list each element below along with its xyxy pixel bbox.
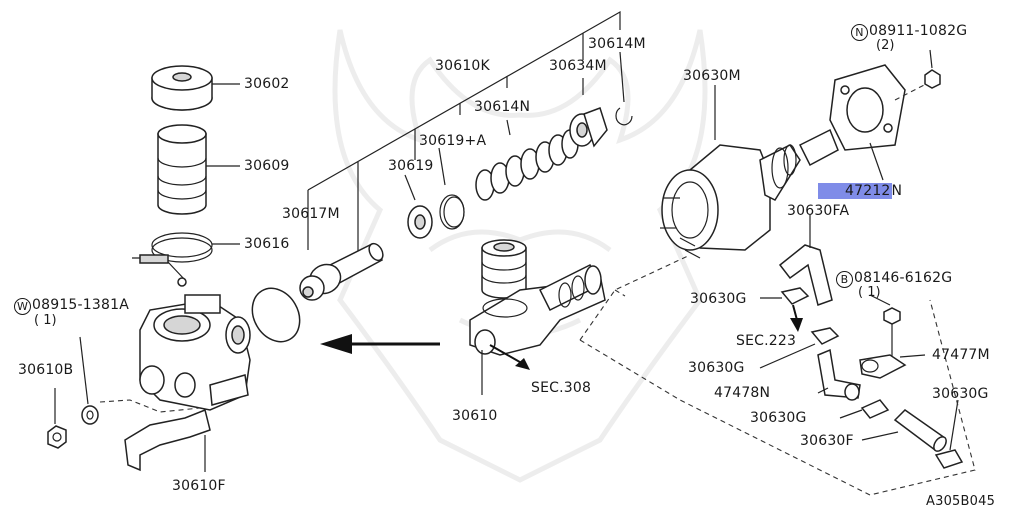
diagram-id: A305B045: [926, 494, 996, 509]
washer-part: [79, 336, 99, 425]
hose-clip-end: [934, 399, 964, 469]
label-30602: 30602: [244, 76, 290, 92]
label-30619: 30619: [388, 158, 434, 174]
brake-booster-part: [660, 85, 839, 259]
retainer-clip-part: [615, 107, 633, 126]
label-30609: 30609: [244, 158, 290, 174]
fastener-w-part: 08915-1381A: [32, 297, 129, 313]
return-spring-part: [475, 129, 579, 201]
label-30630G-valve: 30630G: [750, 410, 807, 426]
dust-boot-part: [569, 107, 608, 148]
fastener-n-symbol: N: [851, 24, 868, 41]
vacuum-hose-part: [778, 215, 833, 306]
snap-ring-part: [439, 194, 465, 230]
label-30610F: 30610F: [172, 478, 226, 494]
label-30610B: 30610B: [18, 362, 74, 378]
label-30630M: 30630M: [683, 68, 741, 84]
label-30630F: 30630F: [800, 433, 854, 449]
reservoir-part: [157, 124, 240, 215]
sec223-arrow: [790, 304, 803, 332]
fastener-n-part: 08911-1082G: [869, 23, 968, 39]
hose-clamp-part: [132, 232, 240, 287]
check-valve-part: [817, 348, 861, 401]
bracket-bolt-part: [869, 294, 901, 356]
mounting-bracket-part: [99, 399, 211, 472]
label-47212N: 47212N: [818, 183, 902, 199]
bracket-leaders: [307, 10, 625, 255]
fastener-b-part: 08146-6162G: [854, 270, 953, 286]
label-sec223: SEC.223: [736, 333, 797, 349]
label-30634M: 30634M: [549, 58, 607, 74]
label-30630G-upper: 30630G: [690, 291, 747, 307]
label-30619A: 30619+A: [419, 133, 487, 149]
label-47478N: 47478N: [714, 385, 771, 401]
label-47477M: 47477M: [932, 347, 990, 363]
label-30630G-lower: 30630G: [688, 360, 745, 376]
nut-part: [47, 388, 67, 449]
hose-clip-lower: [759, 327, 840, 369]
fastener-b-qty: ( 1): [858, 285, 881, 300]
fastener-w-qty: ( 1): [34, 313, 57, 328]
vacuum-hose-straight-part: [861, 409, 947, 452]
booster-gasket-part: [829, 64, 931, 181]
direction-arrow: [320, 334, 440, 354]
part-suffix: N: [891, 183, 903, 199]
label-30614M: 30614M: [588, 36, 646, 52]
fastener-b-symbol: B: [836, 271, 853, 288]
assembly-dashed-outline: [579, 254, 976, 496]
hose-bracket-part: [859, 354, 926, 379]
label-30610: 30610: [452, 408, 498, 424]
label-30610K: 30610K: [435, 58, 490, 74]
label-30630G-end: 30630G: [932, 386, 989, 402]
hose-clip-upper: [760, 287, 810, 305]
booster-nut-part: [924, 49, 941, 89]
piston-assembly-part: [299, 242, 384, 301]
label-30616: 30616: [244, 236, 290, 252]
diaphragm-disk-part: [251, 287, 301, 343]
master-cylinder-center: [469, 239, 606, 395]
master-cylinder-body-left: [139, 294, 251, 411]
fastener-w-symbol: W: [14, 298, 31, 315]
label-30614N: 30614N: [474, 99, 531, 115]
label-30617M: 30617M: [282, 206, 340, 222]
reservoir-cap-part: [151, 65, 240, 111]
hose-clip-valve: [839, 399, 890, 419]
fastener-n-qty: (2): [876, 38, 895, 53]
highlighted-part-number: 47212: [818, 183, 892, 199]
seal-washer-part: [407, 205, 433, 239]
label-30630FA: 30630FA: [787, 203, 850, 219]
label-sec308: SEC.308: [531, 380, 592, 396]
